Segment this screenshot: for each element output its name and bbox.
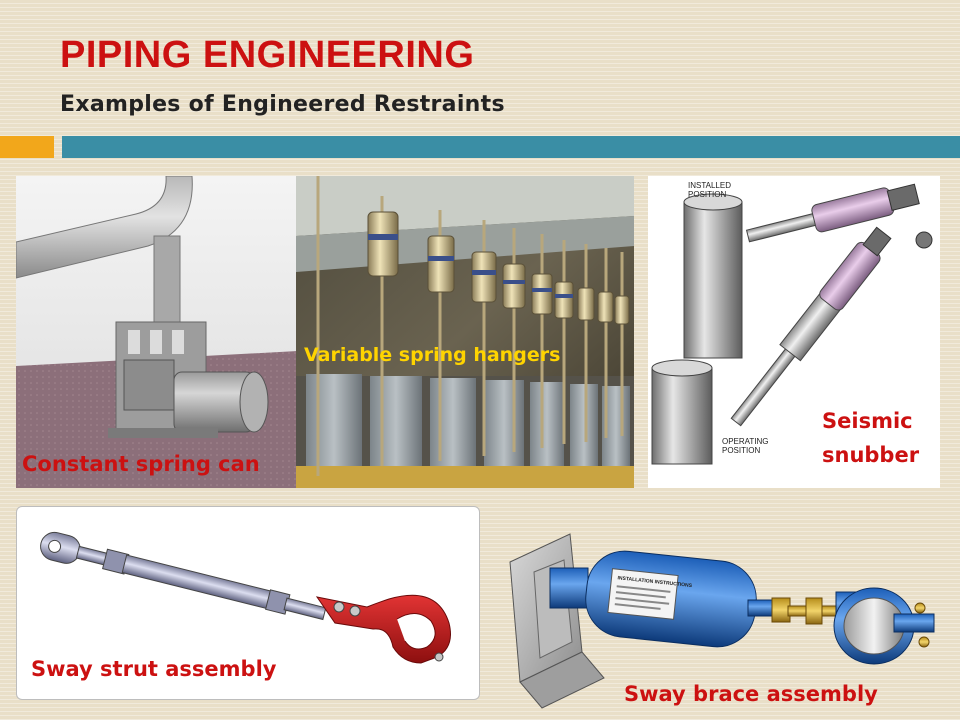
sway-brace-illustration: INSTALLATION INSTRUCTIONS xyxy=(509,533,935,709)
installed-position-label-line2: POSITION xyxy=(688,190,726,199)
variable-spring-hangers-caption: Variable spring hangers xyxy=(304,344,561,366)
seismic-snubber-image: INSTALLED POSITION OPERATING POSITION Se… xyxy=(648,176,940,488)
accent-bar-teal xyxy=(62,136,960,158)
page-subtitle: Examples of Engineered Restraints xyxy=(60,92,505,117)
seismic-snubber-caption: Seismic snubber xyxy=(822,404,919,472)
operating-position-label-line2: POSITION xyxy=(722,446,760,455)
sway-strut-illustration xyxy=(40,531,451,664)
constant-spring-can-image: Constant spring can xyxy=(16,176,298,488)
sway-strut-assembly-image: Sway strut assembly xyxy=(16,506,480,700)
sway-strut-assembly-caption: Sway strut assembly xyxy=(31,657,277,681)
sway-brace-assembly-caption: Sway brace assembly xyxy=(624,682,878,706)
constant-spring-can-caption: Constant spring can xyxy=(22,452,260,476)
seismic-snubber-caption-line1: Seismic xyxy=(822,409,913,433)
operating-position-label: OPERATING xyxy=(722,437,769,446)
variable-spring-hangers-illustration xyxy=(296,176,634,488)
variable-spring-hangers-image: Variable spring hangers xyxy=(296,176,634,488)
page-title: PIPING ENGINEERING xyxy=(60,34,475,76)
sway-brace-assembly-image: INSTALLATION INSTRUCTIONS Sway brace ass… xyxy=(494,502,946,718)
installed-position-label: INSTALLED xyxy=(688,181,731,190)
constant-spring-can-illustration xyxy=(16,176,298,488)
seismic-snubber-illustration: INSTALLED POSITION OPERATING POSITION xyxy=(651,181,933,465)
seismic-snubber-caption-line2: snubber xyxy=(822,443,920,467)
accent-bar-orange xyxy=(0,136,54,158)
